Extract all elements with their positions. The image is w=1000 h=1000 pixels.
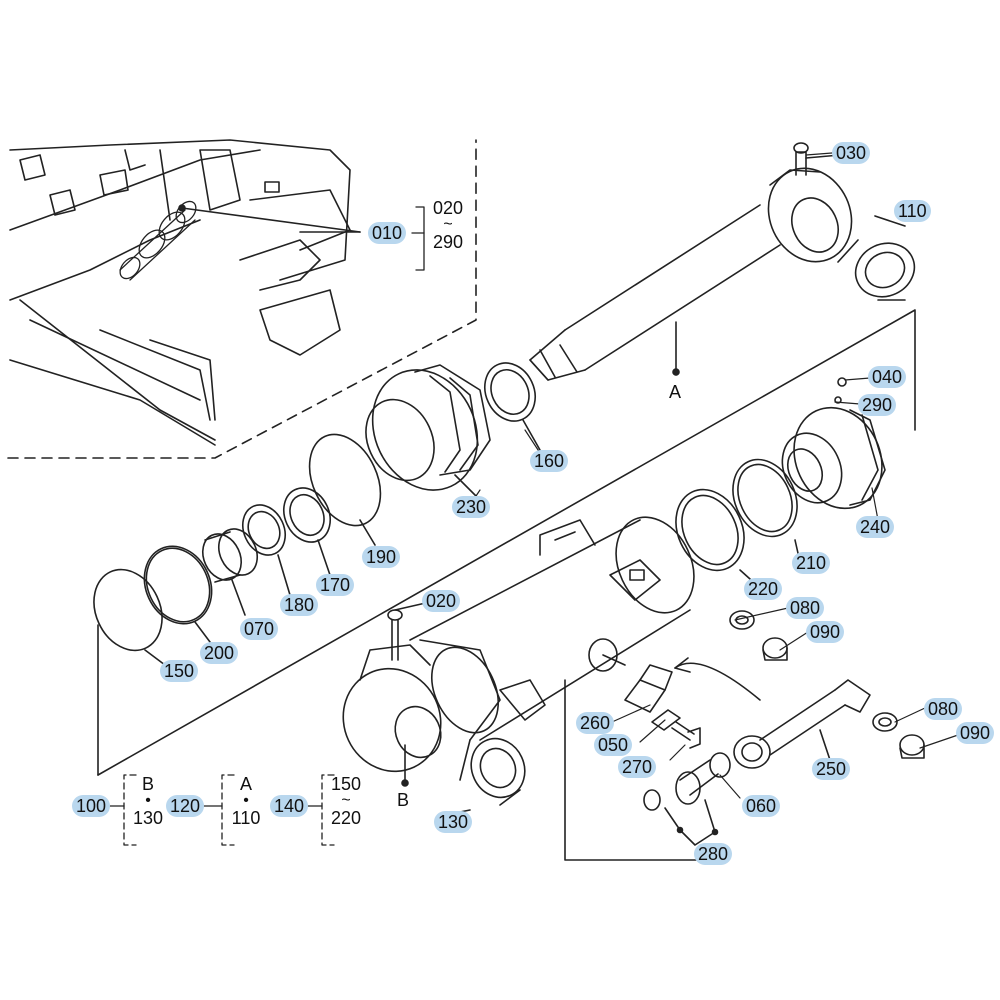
gland-230 [365,362,541,501]
range-100-sep: • [145,792,151,809]
range-120-sep: • [243,792,249,809]
callout-190[interactable]: 190 [362,546,401,568]
range-100-to: 130 [132,808,164,828]
assembly-bracket-lines [97,309,916,861]
callout-220[interactable]: 220 [744,578,783,600]
callout-160[interactable]: 160 [530,450,569,472]
marker-A: A [669,382,682,402]
marker-B: B [397,790,410,810]
range-100-from: B [141,774,154,794]
callout-130[interactable]: 130 [434,811,473,833]
callout-090-upper[interactable]: 090 [806,621,845,643]
range-010-to: 290 [432,232,464,252]
callout-290[interactable]: 290 [858,394,897,416]
callout-120[interactable]: 120 [166,795,205,817]
callout-020[interactable]: 020 [422,590,461,612]
callout-280[interactable]: 280 [694,843,733,865]
callout-080-lower[interactable]: 080 [924,698,963,720]
callout-270[interactable]: 270 [618,756,657,778]
callout-210[interactable]: 210 [792,552,831,574]
range-140-to: 220 [330,808,362,828]
callout-200[interactable]: 200 [200,642,239,664]
callout-230[interactable]: 230 [452,496,491,518]
bottom-bracket-groups [109,206,425,846]
callout-010[interactable]: 010 [368,222,407,244]
callout-180[interactable]: 180 [280,594,319,616]
range-010: 020 ~ 290 [418,198,478,252]
range-140: 150 ~ 220 [316,774,376,828]
callout-140[interactable]: 140 [270,795,309,817]
leader-lines [469,152,959,851]
callout-170[interactable]: 170 [316,574,355,596]
callout-240[interactable]: 240 [856,516,895,538]
callout-100[interactable]: 100 [72,795,111,817]
callout-050[interactable]: 050 [594,734,633,756]
callout-080-upper[interactable]: 080 [786,597,825,619]
range-140-from: 150 [330,774,362,794]
range-140-sep: ~ [341,792,351,809]
callout-040[interactable]: 040 [868,366,907,388]
range-010-from: 020 [432,198,464,218]
callout-030[interactable]: 030 [832,142,871,164]
callout-260[interactable]: 260 [576,712,615,734]
piston-240 [781,377,886,510]
piston-rod-assembly [529,142,916,381]
seals-210-220 [675,458,801,589]
range-120-from: A [239,774,252,794]
range-100: B • 130 [118,774,178,828]
callout-070[interactable]: 070 [240,618,279,640]
inset-machine-view [7,139,477,459]
callout-110[interactable]: 110 [894,200,931,222]
range-010-sep: ~ [443,216,453,233]
callout-150[interactable]: 150 [160,660,199,682]
callout-060[interactable]: 060 [742,795,781,817]
callout-090-lower[interactable]: 090 [956,722,995,744]
callout-250[interactable]: 250 [812,758,851,780]
seal-rings [93,433,382,666]
hydraulic-fittings [624,610,925,846]
bushing-130 [459,737,526,813]
range-120-to: 110 [231,808,261,828]
range-120: A • 110 [216,774,276,828]
